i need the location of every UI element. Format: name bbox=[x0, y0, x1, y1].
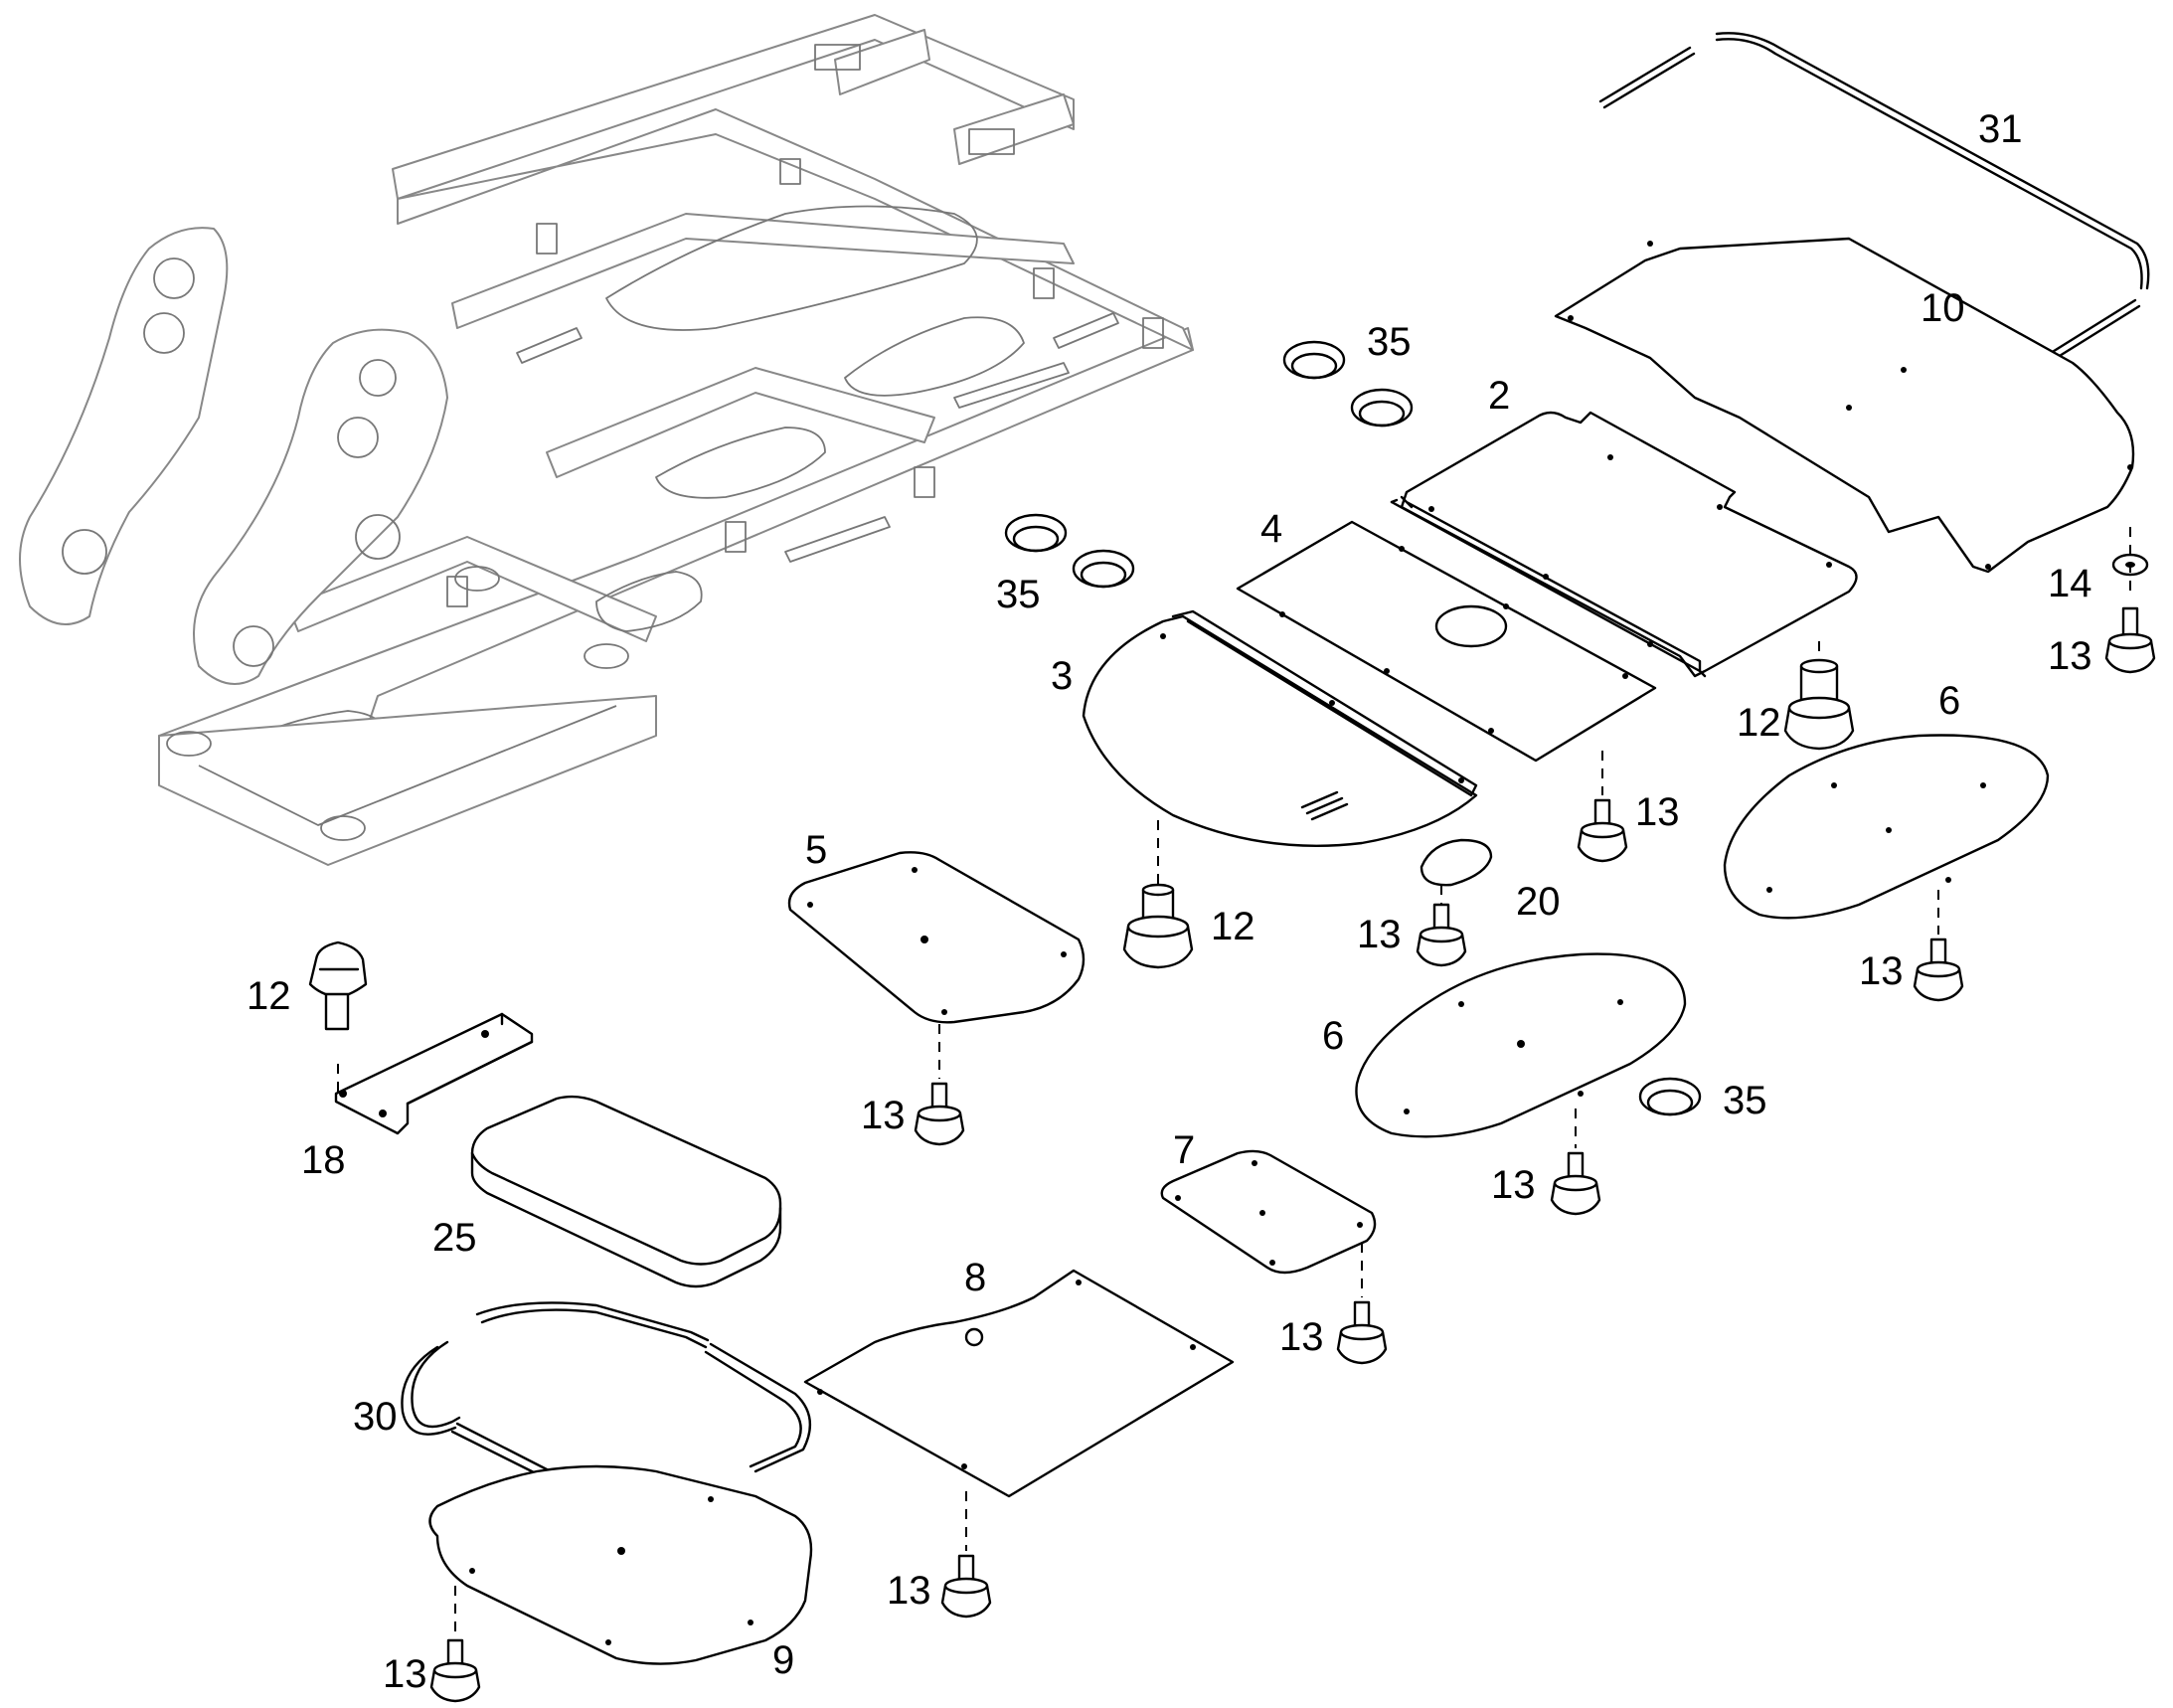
bolts bbox=[308, 606, 2156, 1703]
label-4: 4 bbox=[1260, 507, 1282, 551]
label-30: 30 bbox=[353, 1395, 398, 1439]
part-6-oval-plates bbox=[1355, 734, 2050, 1138]
part-20-small-plate bbox=[1420, 838, 1493, 887]
bolt-13-i bbox=[429, 1638, 481, 1703]
label-9: 9 bbox=[772, 1638, 794, 1682]
part-9-cover-plate bbox=[428, 1464, 813, 1665]
part-3-semicircular-cover bbox=[1082, 609, 1478, 847]
bolt-12-b bbox=[1122, 883, 1194, 969]
bolt-13-e bbox=[1913, 938, 1964, 1002]
label-31: 31 bbox=[1978, 107, 2023, 151]
bolt-12-c bbox=[308, 940, 368, 1031]
label-13c: 13 bbox=[1357, 913, 1402, 956]
label-13a: 13 bbox=[2048, 634, 2092, 678]
label-5: 5 bbox=[805, 828, 827, 872]
part-10-cover-plate bbox=[1554, 237, 2135, 574]
bolt-13-f bbox=[1550, 1151, 1601, 1216]
bolt-13-g bbox=[1336, 1300, 1388, 1365]
part-31-seal-strip bbox=[1598, 32, 2150, 366]
bolt-13-c bbox=[1416, 903, 1467, 967]
bolt-12-a bbox=[1783, 658, 1855, 751]
label-7: 7 bbox=[1173, 1128, 1195, 1172]
label-13h: 13 bbox=[887, 1569, 931, 1613]
label-13f: 13 bbox=[1491, 1163, 1536, 1207]
label-13e: 13 bbox=[861, 1094, 906, 1137]
label-20: 20 bbox=[1516, 880, 1561, 924]
part-4-cover-plate bbox=[1236, 520, 1657, 763]
bolt-13-b bbox=[1577, 798, 1628, 863]
bolt-13-a bbox=[2104, 606, 2156, 674]
label-13i: 13 bbox=[383, 1652, 427, 1696]
part-7-cover-plate bbox=[1160, 1149, 1377, 1275]
label-6a: 6 bbox=[1938, 679, 1960, 723]
part-8-cover-plate bbox=[803, 1269, 1235, 1498]
label-2: 2 bbox=[1488, 374, 1510, 418]
label-35c: 35 bbox=[1723, 1079, 1767, 1122]
label-3: 3 bbox=[1051, 654, 1073, 698]
label-35a: 35 bbox=[1367, 320, 1412, 364]
part-labels: 31 10 35 35 35 2 4 3 14 13 12 6 13 12 20… bbox=[247, 107, 2092, 1696]
bolt-13-d bbox=[914, 1082, 965, 1146]
label-35b: 35 bbox=[996, 573, 1041, 616]
part-18-bracket bbox=[334, 1012, 534, 1135]
label-6b: 6 bbox=[1322, 1014, 1344, 1058]
label-13b: 13 bbox=[1635, 790, 1680, 834]
part-25-pad bbox=[470, 1095, 782, 1288]
part-2-cover-plate bbox=[1390, 411, 1858, 678]
part-35-grommets bbox=[1004, 340, 1702, 1116]
label-12c: 12 bbox=[247, 974, 291, 1018]
bolt-13-h bbox=[940, 1554, 992, 1619]
label-8: 8 bbox=[964, 1256, 986, 1299]
label-12a: 12 bbox=[1737, 701, 1781, 745]
label-14: 14 bbox=[2048, 562, 2092, 605]
label-18: 18 bbox=[301, 1138, 346, 1182]
upper-frame-drawing bbox=[19, 14, 1194, 866]
assembly-axes bbox=[337, 527, 2131, 1635]
part-5-cover-plate bbox=[787, 851, 1086, 1024]
label-13g: 13 bbox=[1279, 1315, 1324, 1359]
label-13d: 13 bbox=[1859, 949, 1904, 993]
label-25: 25 bbox=[432, 1216, 477, 1260]
label-10: 10 bbox=[1921, 286, 1965, 330]
label-12b: 12 bbox=[1211, 905, 1255, 948]
